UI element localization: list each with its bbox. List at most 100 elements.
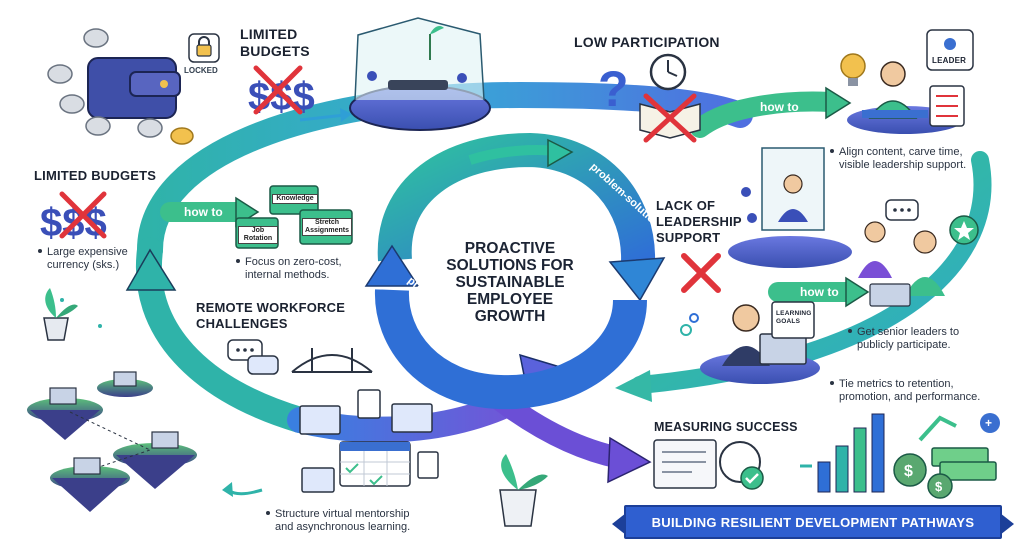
zero-cost-note: Focus on zero-cost, internal methods.: [236, 256, 342, 282]
remote-title-line2: CHALLENGES: [196, 316, 288, 331]
leadership-line1: LACK OF: [656, 198, 716, 213]
stack-label-knowledge: Knowledge: [272, 194, 318, 204]
remote-islands: [27, 379, 197, 512]
leader-tag: LEADER: [932, 56, 967, 65]
chat-icon-left: [227, 339, 279, 375]
measuring-success-title: MEASURING SUCCESS: [654, 420, 798, 434]
remote-note-line2: and asynchronous learning.: [275, 521, 411, 533]
limited-budgets-top-line2: BUDGETS: [240, 43, 310, 59]
stack-label-stretch: Stretch Assignments: [302, 218, 352, 236]
limited-budgets-note-line1: Large expensive: [47, 246, 128, 258]
center-title-line3: SUSTAINABLE: [455, 274, 565, 291]
dollar-icon-top: $$$: [248, 65, 315, 119]
leadership-title: LACK OF LEADERSHIP SUPPORT: [656, 198, 742, 246]
metrics-note: Tie metrics to retention, promotion, and…: [830, 378, 980, 404]
stack-label-job-rotation: Job Rotation: [238, 226, 278, 244]
document-icon: [357, 389, 439, 479]
metrics-note-line2: promotion, and performance.: [839, 391, 981, 403]
clock-icon: [649, 53, 687, 91]
inner-arc-upper-head: [608, 257, 666, 302]
footer-banner-text: BUILDING RESILIENT DEVELOPMENT PATHWAYS: [651, 514, 975, 530]
laptop-icon: [49, 371, 179, 475]
limited-budgets-top-title: LIMITED BUDGETS: [240, 26, 310, 60]
outer-arc-right-head: [615, 370, 652, 402]
svg-text:$: $: [935, 479, 943, 494]
limited-budgets-left-title: LIMITED BUDGETS: [34, 168, 157, 183]
cross-icon: [681, 253, 721, 293]
checkmark-icon: [719, 441, 764, 490]
arrow-bottom-left-head: [222, 482, 233, 497]
book-icon: [639, 93, 701, 143]
leader-badge: [926, 29, 974, 71]
leadership-note: Get senior leaders to publicly participa…: [848, 326, 959, 352]
certificate-icon: [653, 439, 717, 489]
footer-banner: BUILDING RESILIENT DEVELOPMENT PATHWAYS: [612, 505, 1014, 539]
zero-cost-line2: internal methods.: [245, 269, 330, 281]
locked-label: LOCKED: [184, 66, 218, 75]
learning-goals-line2: GOALS: [776, 318, 801, 325]
zero-cost-line1: Focus on zero-cost,: [245, 256, 342, 268]
howto-top: how to: [760, 100, 799, 114]
padlock-icon: [188, 33, 220, 63]
center-title-line1: PROACTIVE: [464, 240, 556, 257]
decor-sparkles: [60, 298, 699, 336]
inner-arc-lower-head: [364, 244, 420, 287]
inner-cycle: [364, 132, 666, 410]
svg-text:$: $: [904, 463, 913, 480]
learning-goals-card: [771, 301, 815, 339]
svg-text:?: ?: [598, 61, 629, 117]
leadership-line2: LEADERSHIP: [656, 214, 742, 229]
coins-icon: [47, 28, 194, 145]
howto-arrow-top-shaft: [690, 91, 840, 138]
remote-note-line1: Structure virtual mentorship: [275, 508, 410, 520]
center-title-line2: SOLUTIONS FOR: [446, 257, 574, 274]
arrow-to-remote: [299, 113, 346, 122]
leadership-note-line1: Get senior leaders to: [857, 326, 960, 338]
remote-note: Structure virtual mentorship and asynchr…: [266, 508, 410, 534]
question-icon: ?: [598, 61, 629, 117]
wallet-icon: [87, 57, 181, 119]
remote-title-line1: REMOTE WORKFORCE: [196, 300, 346, 315]
arrow-to-remote-head: [340, 108, 352, 122]
limited-budgets-top-line1: LIMITED: [240, 26, 298, 42]
low-participation-line1: Align content, carve time,: [839, 146, 963, 158]
center-title-line4: EMPLOYEE: [466, 291, 554, 308]
howto-left: how to: [184, 205, 223, 219]
video-call-screens: [299, 403, 433, 493]
lightbulb-icon: [840, 53, 866, 86]
plant-icon-left: [43, 288, 78, 341]
exit-arrow-head: [607, 436, 652, 484]
calendar-icon: [339, 441, 411, 487]
inner-arc-lower: [374, 289, 647, 410]
checklist-icon: [929, 85, 965, 127]
money-icon: + $ $: [893, 413, 1000, 499]
badge-icon: [949, 215, 979, 245]
leadership-note-line2: publicly participate.: [857, 339, 951, 351]
leadership-line3: SUPPORT: [656, 230, 721, 245]
remote-title: REMOTE WORKFORCE CHALLENGES: [196, 300, 345, 332]
howto-arrow-top-head: [825, 86, 852, 120]
limited-budgets-note-line2: currency (sks.): [47, 259, 120, 271]
metrics-note-line1: Tie metrics to retention,: [839, 378, 954, 390]
center-title: PROACTIVE SOLUTIONS FOR SUSTAINABLE EMPL…: [420, 240, 600, 325]
bridge-icon: [291, 348, 373, 373]
arrow-bottom-left: [227, 488, 263, 496]
collaboration-group-icon: [858, 221, 945, 307]
presentation-board-icon: [728, 147, 852, 268]
outer-arc-left-head: [125, 248, 177, 291]
howto-right: how to: [800, 285, 839, 299]
low-participation-title: LOW PARTICIPATION: [574, 34, 720, 50]
low-participation-note: Align content, carve time, visible leade…: [830, 146, 966, 172]
low-participation-line2: visible leadership support.: [839, 159, 967, 171]
learning-goals-line1: LEARNING: [776, 310, 812, 317]
inner-top-head: [547, 138, 574, 168]
dollar-icon-left: $$$: [40, 191, 107, 245]
howto-arrow-right-head: [845, 276, 870, 308]
plant-icon-bottom: [499, 454, 548, 527]
limited-budgets-left-note: Large expensive currency (sks.): [38, 246, 128, 272]
exit-arrow-shaft: [489, 389, 631, 469]
svg-text:+: +: [985, 416, 992, 430]
chart-icon: [800, 413, 885, 493]
chat-icon-right: [885, 199, 919, 221]
